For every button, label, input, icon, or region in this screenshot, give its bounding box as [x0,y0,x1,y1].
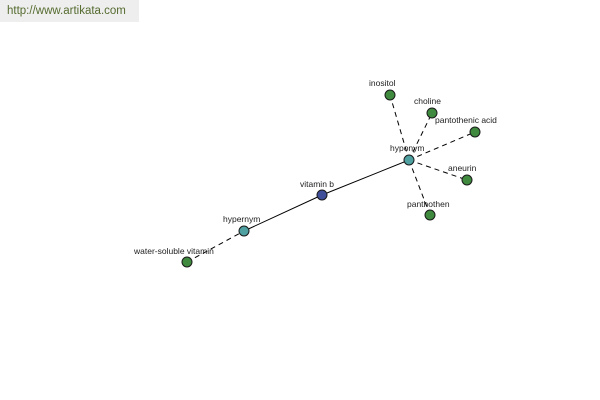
node-aneurin[interactable] [461,174,473,186]
label-hypernym: hypernym [223,214,260,224]
site-url-link[interactable]: http://www.artikata.com [0,0,139,22]
edge-hypernym-to-vitamin-b [243,194,323,232]
edge-hyponym-to-aneurin [408,159,468,181]
label-aneurin: aneurin [448,163,477,173]
node-choline[interactable] [426,107,438,119]
edge-water-soluble-to-hypernym [186,230,245,263]
label-pantothenic-acid: pantothenic acid [435,115,497,125]
node-hyponym[interactable] [403,154,415,166]
node-panthothen[interactable] [424,209,436,221]
edge-hyponym-to-pantothenic-acid [408,131,476,161]
node-pantothenic-acid[interactable] [469,126,481,138]
label-water-soluble-vitamin: water-soluble vitamin [133,246,214,256]
label-hyponym: hyponym [390,143,425,153]
node-water-soluble-vitamin[interactable] [181,256,193,268]
edge-hyponym-to-panthothen [408,159,431,216]
node-inositol[interactable] [384,89,396,101]
label-vitamin-b: vitamin b [300,179,334,189]
edge-vitamin-b-to-hyponym [321,159,410,196]
label-panthothen: panthothen [407,199,450,209]
node-vitamin-b[interactable] [316,189,328,201]
edge-hyponym-to-inositol [389,94,410,161]
label-choline: choline [414,96,441,106]
node-hypernym[interactable] [238,225,250,237]
label-inositol: inositol [369,78,396,88]
